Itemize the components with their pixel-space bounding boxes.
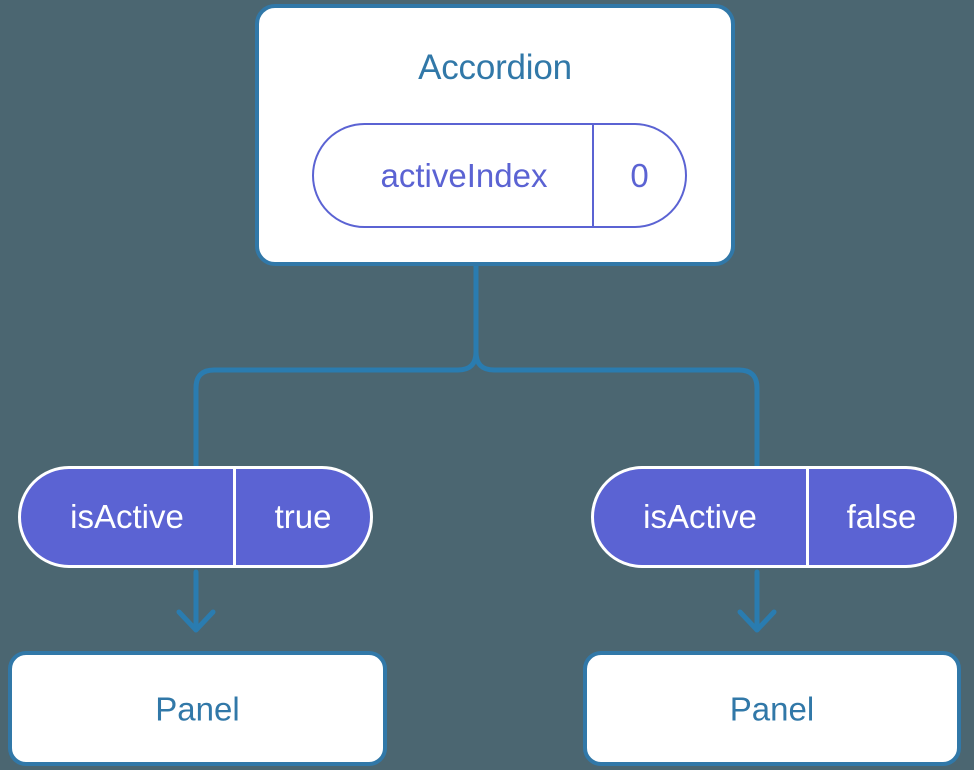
accordion-component-card[interactable]: Accordion activeIndex 0: [255, 4, 735, 266]
branch-line-left: [193, 263, 479, 469]
panel-title-right: Panel: [729, 690, 815, 727]
arrowhead-right-icon: [737, 609, 777, 633]
prop-value-active-index: 0: [592, 125, 685, 226]
prop-key-active-index: activeIndex: [380, 156, 548, 194]
prop-key-is-active-right: isActive: [643, 498, 757, 535]
arrow-left: [176, 569, 216, 633]
arrow-right: [737, 569, 777, 633]
prop-value-is-active-left: true: [233, 469, 370, 565]
prop-key-is-active-left: isActive: [70, 498, 184, 535]
panel-component-card-left[interactable]: Panel: [8, 651, 387, 766]
prop-pill-is-active-false[interactable]: isActive false: [591, 466, 957, 568]
prop-pill-is-active-true[interactable]: isActive true: [18, 466, 373, 568]
panel-component-card-right[interactable]: Panel: [583, 651, 961, 766]
panel-title-left: Panel: [155, 690, 240, 727]
arrowhead-left-icon: [176, 609, 216, 633]
prop-value-is-active-right: false: [806, 469, 954, 565]
branch-line-right: [473, 263, 760, 469]
accordion-title: Accordion: [418, 48, 572, 87]
prop-pill-active-index[interactable]: activeIndex 0: [312, 123, 687, 228]
